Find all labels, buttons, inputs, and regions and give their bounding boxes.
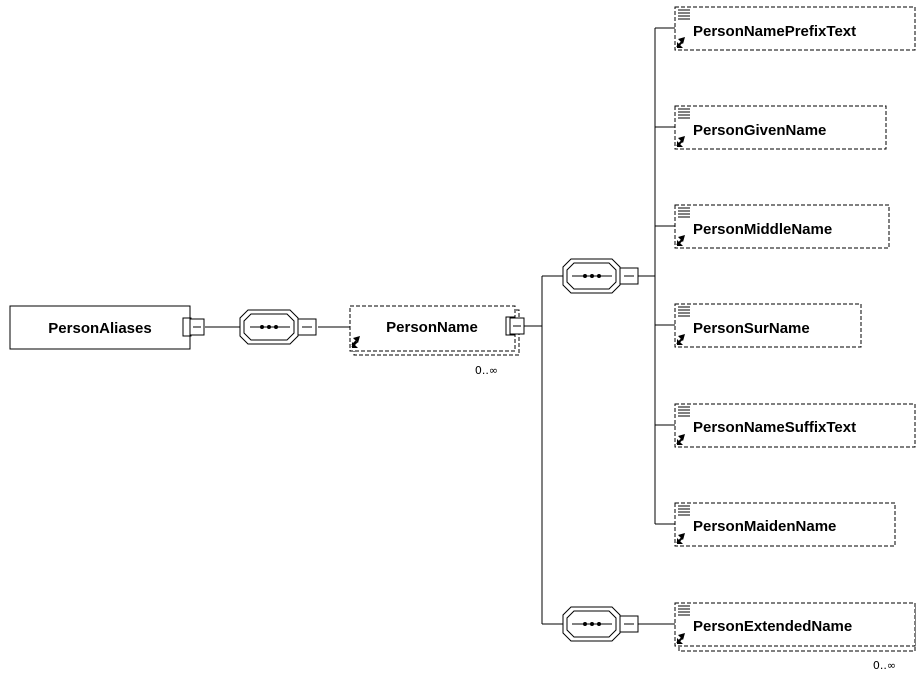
reference-arrow-icon bbox=[676, 533, 685, 544]
element-label: PersonNameSuffixText bbox=[693, 419, 856, 436]
element-label: PersonSurName bbox=[693, 320, 810, 337]
reference-arrow-icon bbox=[676, 136, 685, 147]
collapse-toggle-icon[interactable] bbox=[297, 318, 317, 336]
element-person-middle-name[interactable]: PersonMiddleName bbox=[674, 204, 890, 249]
text-lines-icon bbox=[678, 406, 690, 417]
text-lines-icon bbox=[678, 108, 690, 119]
element-label: PersonAliases bbox=[48, 320, 151, 337]
text-lines-icon bbox=[678, 605, 690, 616]
collapse-toggle-icon[interactable] bbox=[619, 267, 639, 285]
element-label: PersonMaidenName bbox=[693, 518, 836, 535]
element-label: PersonName bbox=[386, 319, 478, 336]
reference-arrow-icon bbox=[676, 434, 685, 445]
element-label: PersonNamePrefixText bbox=[693, 23, 856, 40]
element-person-maiden-name[interactable]: PersonMaidenName bbox=[674, 502, 896, 547]
element-person-name-prefix-text[interactable]: PersonNamePrefixText bbox=[674, 6, 916, 51]
reference-arrow-icon bbox=[676, 37, 685, 48]
text-lines-icon bbox=[678, 207, 690, 218]
text-lines-icon bbox=[678, 505, 690, 516]
element-person-name[interactable]: PersonName 0..∞ bbox=[349, 305, 525, 377]
element-label: PersonGivenName bbox=[693, 122, 826, 139]
element-person-aliases[interactable]: PersonAliases bbox=[9, 305, 205, 350]
element-label: PersonExtendedName bbox=[693, 618, 852, 635]
collapse-toggle-icon[interactable] bbox=[619, 615, 639, 633]
text-lines-icon bbox=[678, 9, 690, 20]
element-person-given-name[interactable]: PersonGivenName bbox=[674, 105, 887, 150]
collapse-toggle-icon[interactable] bbox=[505, 316, 525, 336]
element-label: PersonMiddleName bbox=[693, 221, 832, 238]
element-person-name-suffix-text[interactable]: PersonNameSuffixText bbox=[674, 403, 916, 448]
element-person-extended-name[interactable]: PersonExtendedName 0..∞ bbox=[674, 602, 916, 672]
sequence-compositor[interactable] bbox=[239, 309, 317, 345]
element-person-sur-name[interactable]: PersonSurName bbox=[674, 303, 862, 348]
connector-lines bbox=[205, 27, 675, 625]
sequence-compositor[interactable] bbox=[562, 606, 639, 642]
text-lines-icon bbox=[678, 306, 690, 317]
cardinality-label: 0..∞ bbox=[475, 364, 498, 377]
reference-arrow-icon bbox=[351, 336, 360, 348]
collapse-toggle-icon[interactable] bbox=[182, 317, 205, 337]
reference-arrow-icon bbox=[676, 235, 685, 246]
reference-arrow-icon bbox=[676, 633, 685, 644]
cardinality-label: 0..∞ bbox=[873, 659, 896, 672]
reference-arrow-icon bbox=[676, 334, 685, 345]
sequence-compositor[interactable] bbox=[562, 258, 639, 294]
